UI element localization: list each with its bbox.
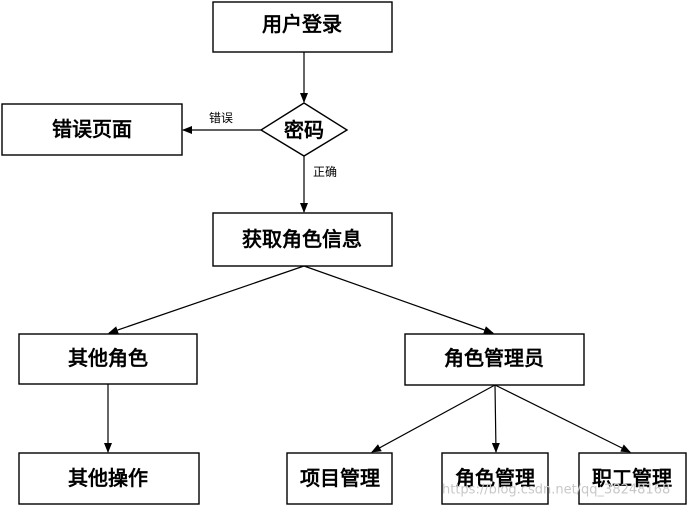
node-other-role: 其他角色 xyxy=(18,333,198,385)
node-other-operations-label: 其他操作 xyxy=(68,466,148,490)
node-error-page-label: 错误页面 xyxy=(52,117,132,141)
node-other-role-label: 其他角色 xyxy=(68,346,148,370)
node-project-management: 项目管理 xyxy=(286,452,393,505)
node-error-page: 错误页面 xyxy=(1,103,183,156)
edge-get-role-info-to-other-role xyxy=(108,265,305,334)
edge-get-role-info-to-role-admin xyxy=(303,265,494,334)
node-staff-management-label: 职工管理 xyxy=(592,466,672,490)
node-get-role-info: 获取角色信息 xyxy=(212,212,393,267)
node-get-role-info-label: 获取角色信息 xyxy=(242,227,362,251)
node-role-admin-label: 角色管理员 xyxy=(444,346,544,370)
node-login-label: 用户登录 xyxy=(262,12,342,36)
node-login: 用户登录 xyxy=(212,1,393,53)
edge-role-admin-to-project-management xyxy=(371,384,496,453)
node-staff-management: 职工管理 xyxy=(578,452,687,505)
edge-label-correct: 正确 xyxy=(313,165,337,179)
node-password-label: 密码 xyxy=(284,118,324,142)
edge-role-admin-to-staff-management xyxy=(494,384,631,453)
watermark-text: https://blog.csdn.net/qq_38248168 xyxy=(442,483,670,498)
node-role-admin: 角色管理员 xyxy=(404,333,585,386)
edge-role-admin-to-role-management xyxy=(491,384,500,453)
node-role-management-label: 角色管理 xyxy=(455,466,535,490)
edge-label-error: 错误 xyxy=(209,111,233,125)
node-other-operations: 其他操作 xyxy=(18,452,200,505)
node-password-decision: 密码 xyxy=(259,102,349,157)
node-project-management-label: 项目管理 xyxy=(300,466,380,490)
node-role-management: 角色管理 xyxy=(441,452,549,505)
